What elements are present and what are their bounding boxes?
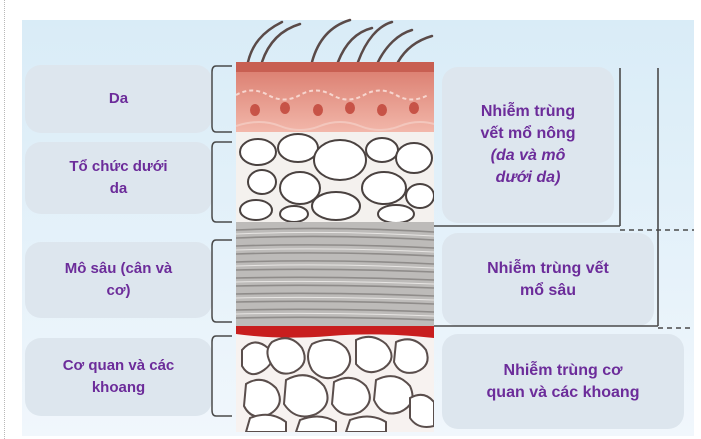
right-brackets xyxy=(434,68,658,326)
skin-layer xyxy=(236,62,440,132)
left-brackets xyxy=(212,66,232,416)
hair-icon xyxy=(248,20,432,62)
fat-cells-icon xyxy=(236,132,434,223)
dashed-connectors xyxy=(620,230,694,328)
organ-loops-icon xyxy=(236,326,434,432)
muscle-fibers-icon xyxy=(236,222,434,326)
